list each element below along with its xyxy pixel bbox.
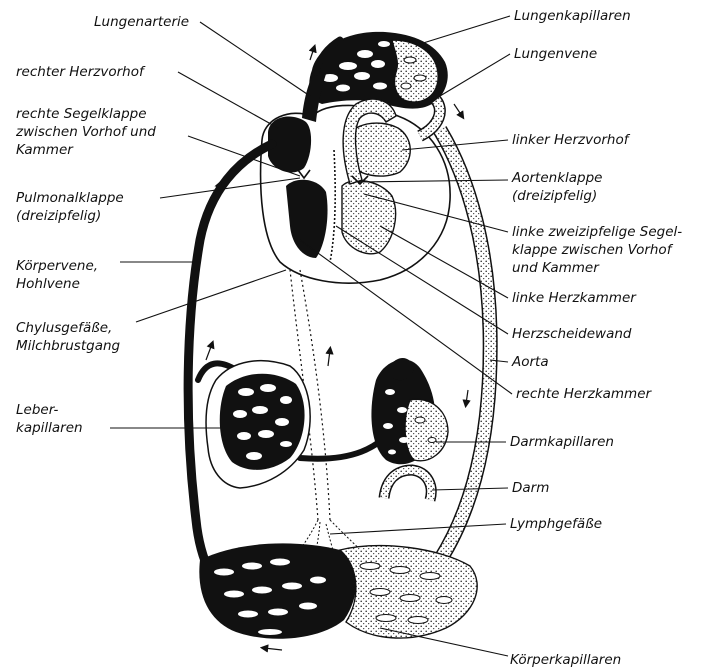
label-linke-segelklappe-2: klappe zwischen Vorhof [512, 242, 674, 258]
label-darmkapillaren: Darmkapillaren [510, 434, 614, 450]
label-chylus-2: Milchbrustgang [16, 338, 121, 354]
label-leber-1: Leber- [16, 402, 59, 418]
label-koerperkapillaren: Körperkapillaren [510, 652, 621, 668]
label-rechte-herzkammer: rechte Herzkammer [516, 386, 653, 402]
label-lungenvene: Lungenvene [514, 46, 597, 62]
label-pulmonalklappe-2: (dreizipfelig) [16, 208, 101, 224]
label-darm: Darm [512, 480, 549, 496]
label-rechte-segelklappe-3: Kammer [16, 142, 74, 158]
label-koerpervene-1: Körpervene, [16, 258, 98, 274]
label-leber-2: kapillaren [16, 420, 83, 436]
label-linke-herzkammer: linke Herzkammer [512, 290, 637, 306]
label-linke-segelklappe-3: und Kammer [512, 260, 600, 276]
label-herzscheidewand: Herzscheidewand [512, 326, 632, 342]
label-linker-herzvorhof: linker Herzvorhof [512, 132, 631, 148]
intestine-capillaries [371, 358, 448, 500]
label-linke-segelklappe-1: linke zweizipfelige Segel- [512, 224, 682, 240]
label-rechte-segelklappe-2: zwischen Vorhof und [15, 124, 156, 140]
label-pulmonalklappe-1: Pulmonalklappe [16, 190, 124, 206]
label-aortenklappe-2: (dreizipfelig) [512, 188, 597, 204]
body-capillaries [199, 543, 477, 638]
label-chylus-1: Chylusgefäße, [16, 320, 112, 336]
label-aortenklappe-1: Aortenklappe [511, 170, 603, 186]
label-lungenkapillaren: Lungenkapillaren [514, 8, 631, 24]
label-lymphgefaesse: Lymphgefäße [510, 516, 602, 532]
label-rechte-segelklappe-1: rechte Segelklappe [16, 106, 147, 122]
label-koerpervene-2: Hohlvene [16, 276, 80, 292]
liver-capillaries [206, 361, 310, 488]
label-rechter-herzvorhof: rechter Herzvorhof [16, 64, 146, 80]
label-lungenarterie: Lungenarterie [94, 14, 189, 30]
label-aorta: Aorta [511, 354, 549, 370]
